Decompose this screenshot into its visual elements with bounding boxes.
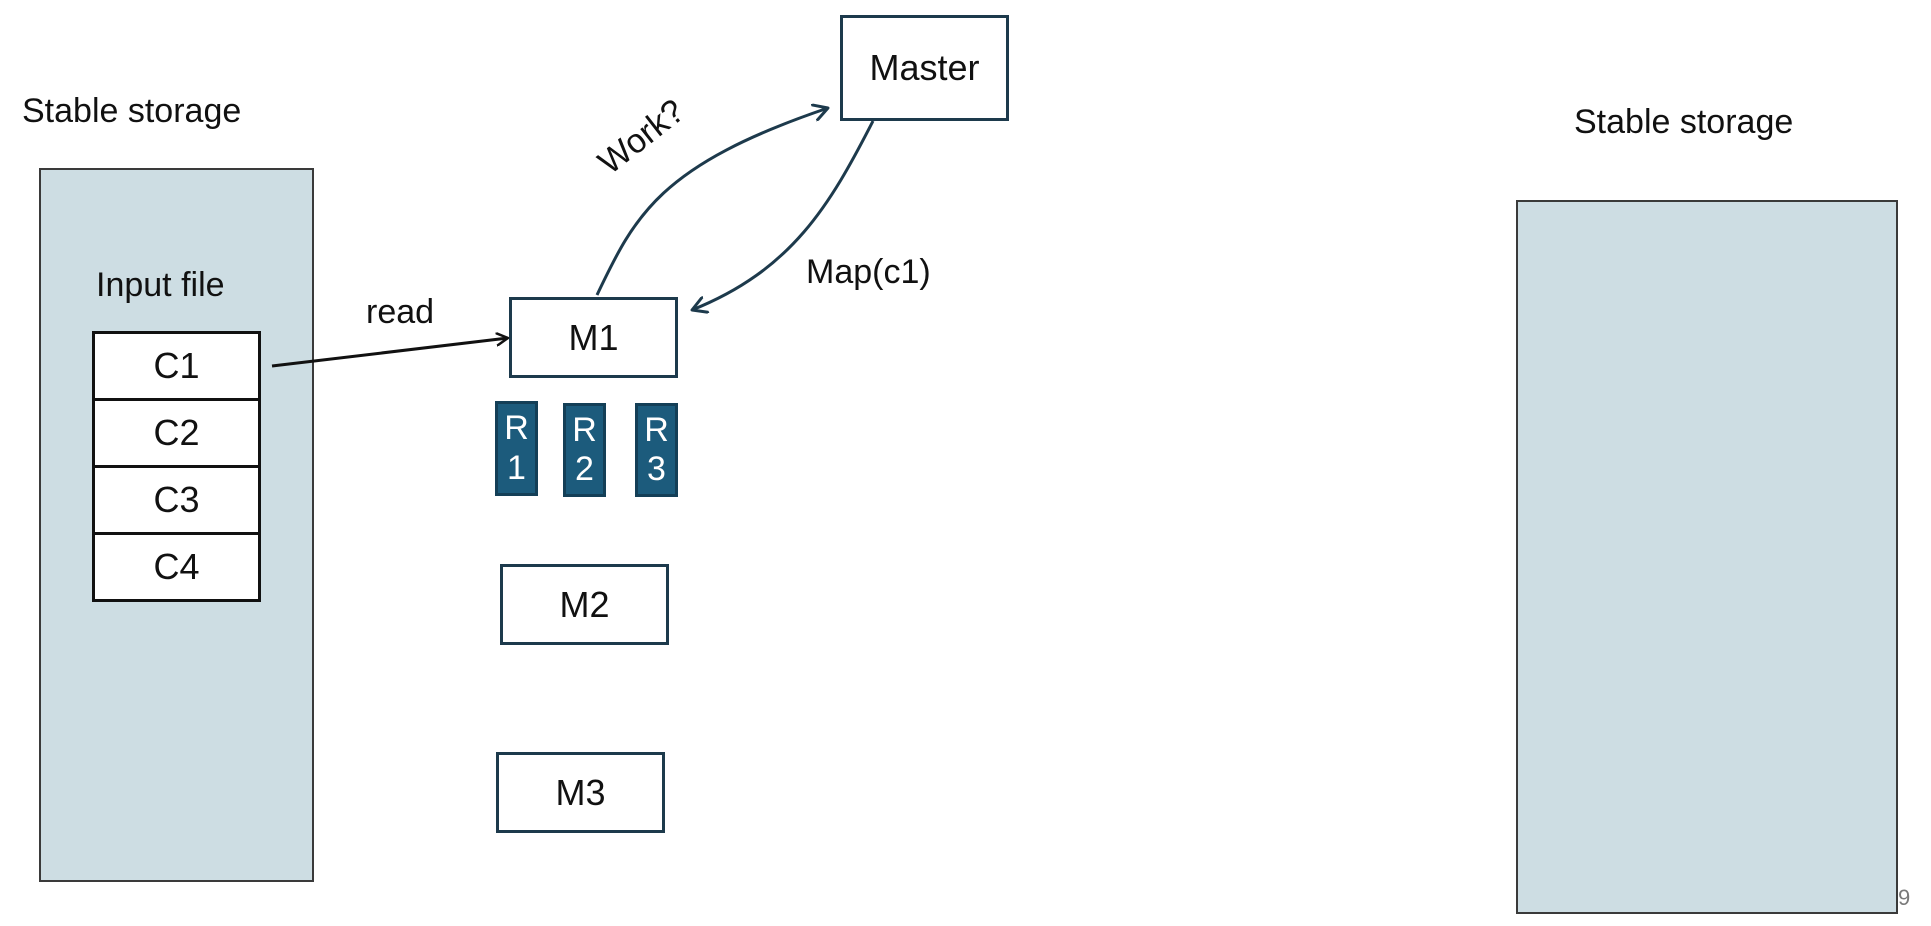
right-stable-storage — [1516, 200, 1898, 914]
partition-number: 2 — [575, 450, 594, 488]
partition-number: 3 — [647, 450, 666, 488]
left-storage-title: Stable storage — [22, 92, 242, 130]
master-node: Master — [840, 15, 1009, 121]
assignment-edge-label: Map(c1) — [806, 253, 931, 291]
chunk-label: C4 — [153, 546, 200, 587]
master-label: Master — [869, 47, 980, 88]
read-edge-label: read — [366, 293, 435, 331]
chunk-label: C2 — [153, 412, 200, 453]
chunk-label: C3 — [153, 479, 200, 520]
partition-r1: R 1 — [495, 401, 538, 496]
mapper-label: M1 — [568, 316, 619, 358]
work-request-edge-label: Work? — [591, 91, 692, 182]
slide-number: 9 — [1898, 885, 1911, 910]
chunk-label: C1 — [153, 345, 200, 386]
partition-letter: R — [644, 410, 669, 449]
mapper-label: M2 — [559, 583, 610, 625]
input-file-label: Input file — [96, 266, 225, 304]
mapper-m1: M1 — [509, 297, 678, 378]
mapper-label: M3 — [555, 771, 606, 813]
chunk-c2: C2 — [92, 398, 261, 468]
mapper-m3: M3 — [496, 752, 665, 833]
partition-letter: R — [504, 409, 529, 448]
partition-letter: R — [572, 410, 597, 449]
partition-number: 1 — [507, 448, 526, 487]
right-storage-title: Stable storage — [1574, 103, 1794, 141]
chunk-c3: C3 — [92, 465, 261, 535]
chunk-c4: C4 — [92, 532, 261, 602]
mapper-m2: M2 — [500, 564, 669, 645]
partition-r2: R 2 — [563, 403, 606, 497]
chunk-c1: C1 — [92, 331, 261, 401]
partition-r3: R 3 — [635, 403, 678, 497]
